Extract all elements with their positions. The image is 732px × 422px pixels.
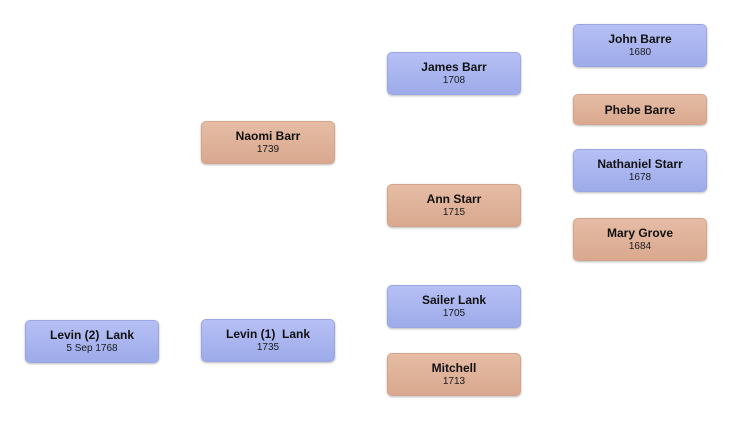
person-naomi-barr[interactable]: Naomi Barr 1739 — [201, 121, 335, 164]
person-john-barre[interactable]: John Barre 1680 — [573, 24, 707, 67]
person-date: 1715 — [442, 207, 466, 218]
person-name: Levin (2) Lank — [49, 328, 135, 342]
person-sailer-lank[interactable]: Sailer Lank 1705 — [387, 285, 521, 328]
person-ann-starr[interactable]: Ann Starr 1715 — [387, 184, 521, 227]
person-name: Phebe Barre — [604, 102, 676, 117]
person-nathaniel-starr[interactable]: Nathaniel Starr 1678 — [573, 149, 707, 192]
person-date: 1678 — [628, 172, 652, 183]
person-name: Nathaniel Starr — [597, 157, 683, 171]
person-mitchell[interactable]: Mitchell 1713 — [387, 353, 521, 396]
person-levin-1-lank[interactable]: Levin (1) Lank 1735 — [201, 319, 335, 362]
person-date: 1739 — [256, 144, 280, 155]
person-name: Mary Grove — [606, 226, 674, 240]
person-date: 1708 — [442, 75, 466, 86]
person-name: Mitchell — [431, 361, 477, 375]
person-name: James Barr — [421, 60, 487, 74]
person-name: Ann Starr — [426, 192, 482, 206]
person-phebe-barre[interactable]: Phebe Barre — [573, 94, 707, 125]
person-date: 1705 — [442, 308, 466, 319]
person-levin-2-lank[interactable]: Levin (2) Lank 5 Sep 1768 — [25, 320, 159, 363]
person-date: 1680 — [628, 47, 652, 58]
person-date: 1713 — [442, 376, 466, 387]
person-date: 5 Sep 1768 — [66, 343, 118, 354]
person-name: John Barre — [608, 32, 672, 46]
person-mary-grove[interactable]: Mary Grove 1684 — [573, 218, 707, 261]
person-name: Sailer Lank — [421, 293, 487, 307]
person-name: Naomi Barr — [235, 129, 301, 143]
person-james-barr[interactable]: James Barr 1708 — [387, 52, 521, 95]
person-date: 1735 — [256, 342, 280, 353]
person-name: Levin (1) Lank — [225, 327, 311, 341]
person-date: 1684 — [628, 241, 652, 252]
